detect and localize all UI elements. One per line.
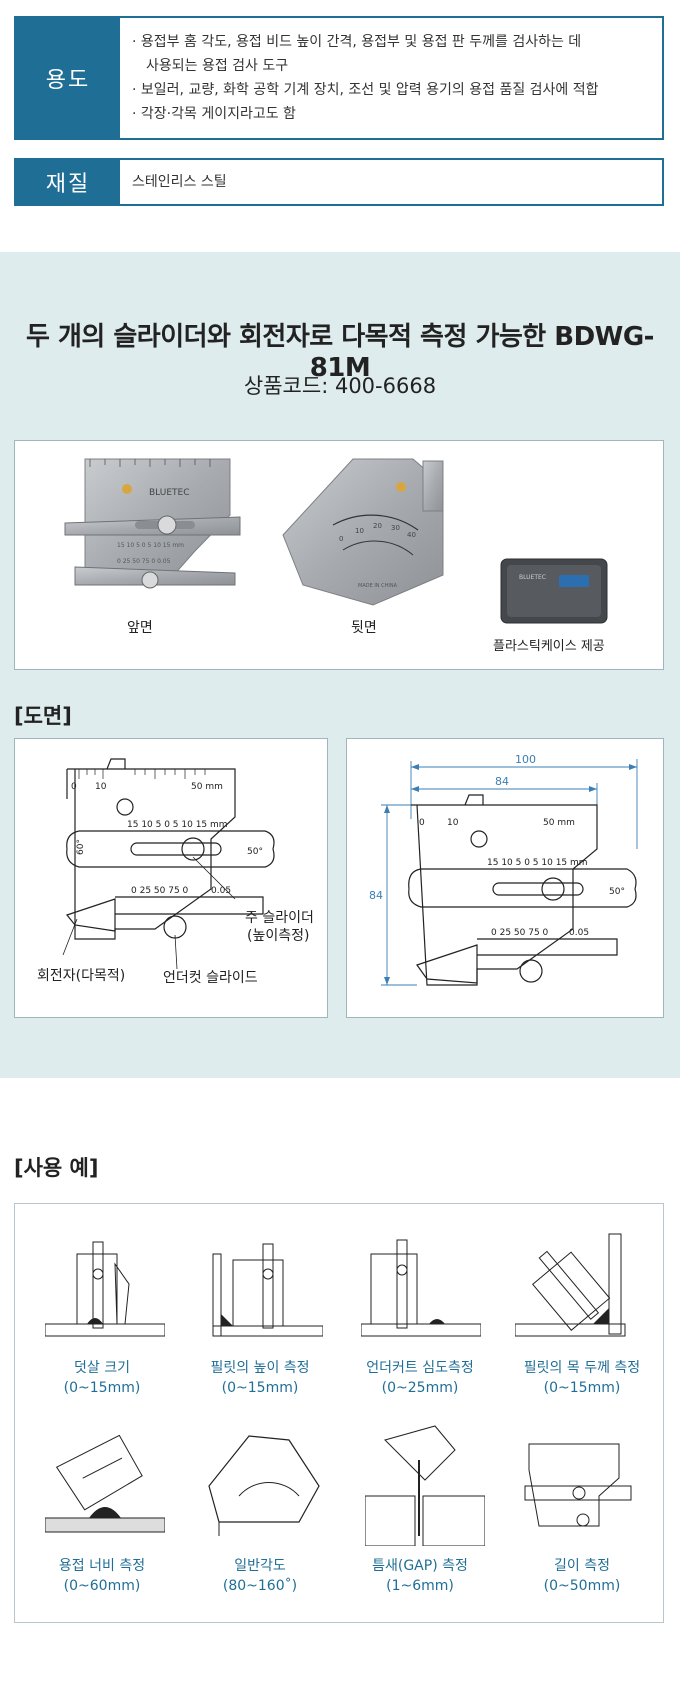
illustration-general-angle (208, 1435, 320, 1536)
usage-item-4: 필릿의 목 두께 측정 (0~15mm) (507, 1358, 657, 1398)
usage-item-5-title: 용접 너비 측정 (58, 1558, 146, 1574)
usage-item-2: 필릿의 높이 측정 (0~15mm) (185, 1358, 335, 1398)
svg-text:10: 10 (95, 782, 107, 792)
usage-section-label: [사용 예] (14, 1156, 99, 1180)
illustration-weld-width (45, 1434, 165, 1533)
main-slider-sublabel: (높이측정) (247, 928, 310, 944)
usage-item-3-title: 언더커트 심도측정 (366, 1360, 474, 1376)
illustration-undercut (361, 1239, 481, 1337)
svg-text:50°: 50° (609, 887, 625, 897)
dim-100: 100 (515, 753, 536, 766)
illustration-reinforcement (45, 1241, 165, 1337)
back-gauge-image: 0 10 20 30 40 MADE IN CHINA (282, 458, 444, 606)
usage-item-2-range: (0~15mm) (221, 1380, 299, 1396)
usage-item-7-title: 틈새(GAP) 측정 (372, 1558, 468, 1574)
svg-text:50 mm: 50 mm (543, 818, 575, 828)
usage-item-5: 용접 너비 측정 (0~60mm) (27, 1556, 177, 1596)
usage-row: 용도 · 용접부 홈 각도, 용접 비드 높이 간격, 용접부 및 용접 판 두… (14, 16, 664, 140)
usage-item-8-range: (0~50mm) (543, 1578, 621, 1594)
svg-text:BLUETEC: BLUETEC (519, 574, 546, 581)
usage-item-6-title: 일반각도 (234, 1558, 286, 1574)
usage-item-2-title: 필릿의 높이 측정 (210, 1360, 310, 1376)
main-slider-label: 주 슬라이더 (245, 910, 314, 926)
product-headline: 두 개의 슬라이더와 회전자로 다목적 측정 가능한 BDWG-81M (26, 322, 654, 383)
plastic-case-image: BLUETEC (500, 558, 608, 624)
usage-line-3: · 보일러, 교량, 화학 공학 기계 장치, 조선 및 압력 용기의 용접 품… (132, 82, 599, 98)
usage-text: · 용접부 홈 각도, 용접 비드 높이 간격, 용접부 및 용접 판 두께를 … (120, 18, 662, 138)
svg-text:0.05: 0.05 (211, 886, 231, 896)
dim-84-side: 84 (369, 889, 383, 902)
rotor-label: 회전자(다목적) (37, 968, 126, 984)
back-caption: 뒷면 (351, 620, 377, 636)
svg-text:15 10 5 0 5 10 15 mm: 15 10 5 0 5 10 15 mm (117, 542, 184, 549)
gauge-drawing-front: 0 10 50 mm 15 10 5 0 5 10 15 mm 0 25 50 75… (62, 758, 275, 970)
svg-text:40: 40 (407, 531, 416, 539)
usage-item-5-range: (0~60mm) (63, 1578, 141, 1594)
material-value: 스테인리스 스틸 (132, 174, 227, 190)
gauge-drawing-dimensions: 0 10 50 mm 15 10 5 0 5 10 15 mm 0 25 50 75… (369, 753, 638, 986)
front-brand-mark: BLUETEC (149, 488, 189, 498)
svg-text:0 25 50 75 0: 0 25 50 75 0 (131, 886, 189, 896)
svg-text:50°: 50° (247, 847, 263, 857)
usage-item-4-title: 필릿의 목 두께 측정 (523, 1360, 641, 1376)
dim-84-top: 84 (495, 775, 509, 788)
undercut-slide-label: 언더컷 슬라이드 (163, 970, 258, 986)
usage-item-1: 덧살 크기 (0~15mm) (27, 1358, 177, 1398)
svg-text:50 mm: 50 mm (191, 782, 223, 792)
svg-text:15 10 5 0 5 10 15 mm: 15 10 5 0 5 10 15 mm (487, 858, 588, 868)
svg-text:0: 0 (339, 535, 343, 543)
usage-item-3-range: (0~25mm) (381, 1380, 459, 1396)
usage-item-1-range: (0~15mm) (63, 1380, 141, 1396)
svg-text:10: 10 (355, 527, 364, 535)
drawing-left-panel: 0 10 50 mm 15 10 5 0 5 10 15 mm 0 25 50 75… (14, 738, 328, 1018)
svg-text:10: 10 (447, 818, 459, 828)
usage-item-8-title: 길이 측정 (554, 1558, 610, 1574)
case-caption: 플라스틱케이스 제공 (493, 639, 605, 654)
usage-line-4: · 각장·각목 게이지라고도 함 (132, 106, 296, 122)
illustration-gap (365, 1425, 485, 1546)
svg-text:MADE IN CHINA: MADE IN CHINA (358, 583, 398, 589)
case-thumbnail: BLUETEC (489, 553, 619, 631)
drawing-section-label: [도면] (14, 704, 72, 728)
svg-text:20: 20 (373, 522, 382, 530)
svg-text:0: 0 (71, 782, 77, 792)
usage-item-1-title: 덧살 크기 (74, 1360, 130, 1376)
usage-item-6: 일반각도 (80~160˚) (185, 1556, 335, 1596)
svg-text:0.05: 0.05 (569, 928, 589, 938)
product-photo-panel: BLUETEC 15 10 5 0 5 10 15 mm 0 25 50 75 0… (14, 440, 664, 670)
material-row: 재질 스테인리스 스틸 (14, 158, 664, 206)
svg-text:15 10 5 0 5 10 15 mm: 15 10 5 0 5 10 15 mm (127, 820, 228, 830)
usage-item-4-range: (0~15mm) (543, 1380, 621, 1396)
front-caption: 앞면 (127, 620, 153, 636)
illustration-fillet-throat (515, 1233, 626, 1337)
svg-text:0 25 50 75 0 0.05: 0 25 50 75 0 0.05 (117, 558, 171, 565)
usage-examples-panel: 덧살 크기 (0~15mm) 필릿의 높이 측정 (0~15mm) 언더커트 심도측… (14, 1203, 664, 1623)
svg-text:0: 0 (419, 818, 425, 828)
usage-label: 용도 (16, 18, 120, 138)
usage-item-7-range: (1~6mm) (386, 1578, 454, 1594)
usage-item-7: 틈새(GAP) 측정 (1~6mm) (345, 1556, 495, 1596)
usage-line-2: 사용되는 용접 검사 도구 (146, 58, 289, 74)
svg-text:60°: 60° (76, 839, 86, 855)
usage-line-1: · 용접부 홈 각도, 용접 비드 높이 간격, 용접부 및 용접 판 두께를 … (132, 34, 582, 50)
usage-item-8: 길이 측정 (0~50mm) (507, 1556, 657, 1596)
usage-item-6-range: (80~160˚) (222, 1578, 298, 1594)
material-label: 재질 (16, 160, 120, 204)
svg-text:30: 30 (391, 524, 400, 532)
svg-text:0 25 50 75 0: 0 25 50 75 0 (491, 928, 549, 938)
drawing-right-panel: 0 10 50 mm 15 10 5 0 5 10 15 mm 0 25 50 75… (346, 738, 664, 1018)
front-gauge-image: BLUETEC 15 10 5 0 5 10 15 mm 0 25 50 75 0… (64, 458, 241, 589)
usage-item-3: 언더커트 심도측정 (0~25mm) (345, 1358, 495, 1398)
illustration-fillet-height (212, 1243, 323, 1337)
illustration-length (524, 1443, 632, 1527)
product-code: 상품코드: 400-6668 (243, 374, 437, 398)
